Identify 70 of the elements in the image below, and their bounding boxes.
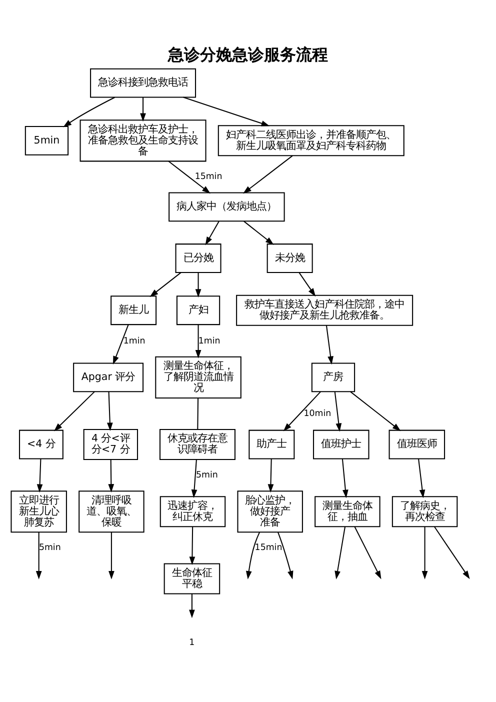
node-box: 4 分<评分<7 分	[83, 429, 138, 460]
edge-label: 10min	[304, 408, 332, 419]
edge-label: 5min	[196, 470, 218, 481]
edge-label: 5min	[38, 543, 61, 554]
node-box: 值班护士	[313, 430, 370, 460]
arrow	[326, 325, 334, 365]
arrow	[418, 458, 426, 498]
node-box: 救护车直接送入妇产科住院部，途中做好接产及新生儿抢救准备。	[236, 294, 414, 326]
arrow	[54, 391, 95, 432]
node-box: 立即进行新生儿心肺复苏	[10, 490, 67, 533]
node-box: 测量生命体征，了解阴道流血情况	[155, 356, 242, 398]
node-box: 急诊科接到急救电话	[90, 68, 196, 98]
arrow	[298, 272, 316, 297]
node-box: 新生儿	[110, 296, 157, 326]
arrow	[108, 460, 114, 492]
node-box: 产妇	[176, 296, 220, 326]
arrow	[108, 532, 114, 580]
arrow	[189, 526, 196, 566]
arrow	[268, 458, 274, 493]
arrow	[63, 96, 115, 128]
node-box: 产房	[311, 362, 356, 392]
node-box: 病人家中（发病地点）	[168, 192, 285, 222]
arrow	[168, 160, 210, 194]
arrow	[112, 324, 129, 365]
node-box: 妇产科二线医师出诊，并准备顺产包、新生儿吸氧面罩及妇产科专科药物	[218, 125, 404, 156]
node-box: 生命体征平稳	[164, 563, 220, 594]
node-box: 助产士	[248, 430, 295, 460]
arrow	[283, 391, 321, 432]
node-box: Apgar 评分	[73, 362, 144, 392]
arrow	[334, 392, 342, 432]
node-box: 清理呼吸道、吸氧、保暖	[78, 490, 144, 533]
node-box: 胎心监护，做好接产准备	[237, 490, 303, 533]
arrow	[36, 458, 43, 493]
arrow	[342, 458, 348, 498]
arrow	[334, 526, 346, 580]
arrow	[106, 392, 113, 432]
edge-label: 15min	[194, 172, 222, 182]
node-box: 5min	[24, 126, 69, 156]
node-box: 已分娩	[175, 244, 222, 273]
connector	[197, 398, 199, 430]
arrow	[195, 324, 202, 358]
label: 1	[189, 638, 195, 648]
node-box: 迅速扩容，纠正休克	[160, 496, 226, 528]
arrow	[195, 272, 202, 298]
node-box: 休克或存在意识障碍者	[159, 429, 236, 460]
arrow	[246, 532, 260, 580]
diagram-title: 急诊分娩急诊服务流程	[168, 45, 328, 64]
arrow	[422, 526, 428, 580]
node-box: 急诊科出救护车及护士，准备急救包及生命支持设备	[80, 120, 206, 162]
arrow	[350, 391, 401, 432]
arrow	[354, 526, 382, 580]
arrow	[189, 594, 195, 618]
arrow	[150, 272, 182, 297]
node-box: 了解病史，再次检查	[392, 496, 458, 528]
edge-label: 1min	[123, 336, 146, 346]
arrow	[205, 221, 220, 246]
arrow	[191, 460, 198, 498]
arrow	[244, 220, 274, 245]
arrow	[183, 96, 270, 126]
node-box: 未分娩	[266, 244, 313, 273]
arrow	[278, 532, 294, 580]
arrow	[243, 155, 293, 194]
node-box: 测量生命体征，抽血	[314, 496, 380, 528]
edge-label: 1min	[198, 336, 220, 346]
arrow	[434, 526, 470, 580]
arrow	[140, 97, 146, 122]
node-box: 值班医师	[388, 430, 446, 460]
arrow	[36, 532, 42, 580]
edge-label: 15min	[254, 543, 282, 554]
node-box: <4 分	[19, 430, 64, 460]
